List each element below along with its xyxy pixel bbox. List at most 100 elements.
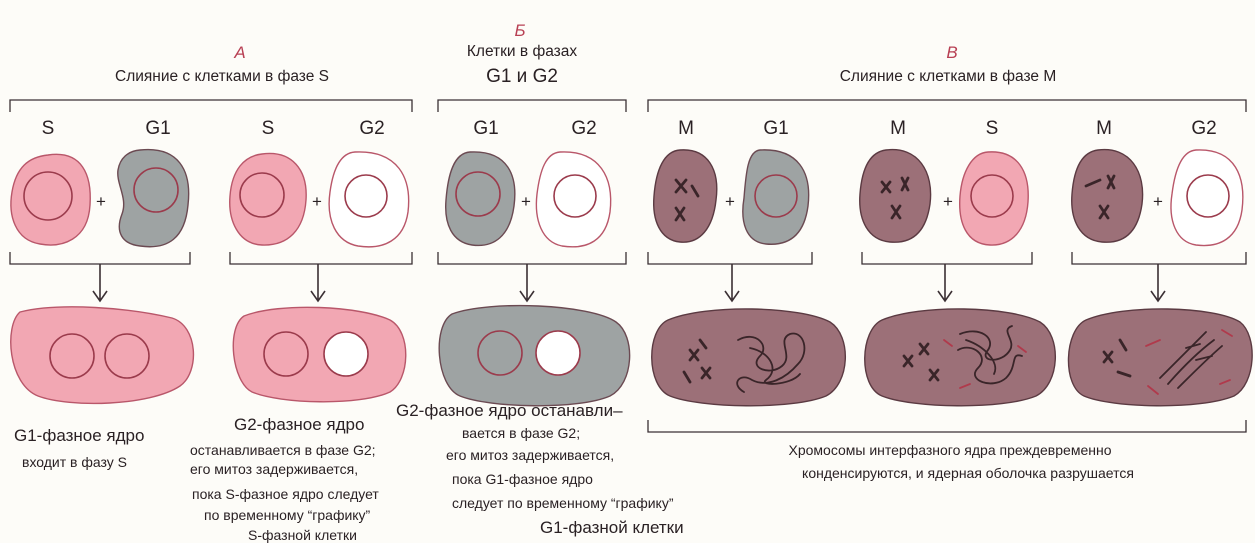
cell-nucleus bbox=[554, 175, 596, 217]
fused-cell-v1 bbox=[652, 309, 846, 406]
down-arrow bbox=[1151, 264, 1165, 301]
caption-line: по временному “графику” bbox=[204, 507, 371, 523]
pair-v2-right-label: S bbox=[986, 118, 999, 139]
heterokaryon-cell bbox=[11, 307, 194, 404]
cell-nucleus bbox=[345, 175, 387, 217]
caption-line: вается в фазе G2; bbox=[462, 425, 580, 441]
heterokaryon-cell bbox=[439, 306, 629, 406]
pair-b-bottom-bracket bbox=[438, 252, 626, 264]
heterokaryon-cell bbox=[233, 307, 405, 401]
cell-nucleus bbox=[240, 173, 284, 217]
fused-cell-v2 bbox=[865, 309, 1056, 406]
panel-b: Б Клетки в фазах G1 и G2 G1 G2 + G2-фазн… bbox=[396, 21, 684, 537]
pair-v1-left-label: M bbox=[678, 118, 694, 139]
plus-sign: + bbox=[725, 192, 735, 211]
cell-nucleus bbox=[264, 332, 308, 376]
pair-v2-cells: + bbox=[860, 150, 1028, 245]
cell-nucleus bbox=[324, 332, 368, 376]
caption-line: Хромосомы интерфазного ядра преждевремен… bbox=[789, 442, 1112, 458]
caption-line: G1-фазной клетки bbox=[540, 518, 684, 537]
plus-sign: + bbox=[312, 192, 322, 211]
caption-line: S-фазной клетки bbox=[248, 527, 357, 543]
panel-v-title: Слияние с клетками в фазе М bbox=[840, 68, 1057, 85]
panel-b-title-line2: G1 и G2 bbox=[486, 66, 558, 87]
pair-v3-cells: + bbox=[1072, 150, 1243, 246]
caption-v: Хромосомы интерфазного ядра преждевремен… bbox=[789, 442, 1134, 481]
cell-nucleus bbox=[755, 175, 797, 217]
panel-a: А Слияние с клетками в фазе S S G1 + G1-… bbox=[10, 43, 412, 543]
pair-a2-bottom-bracket bbox=[230, 252, 412, 264]
pcc-cell bbox=[865, 309, 1056, 406]
pcc-cell bbox=[1068, 309, 1252, 406]
pair-v2-bottom-bracket bbox=[862, 252, 1032, 264]
caption-a2: G2-фазное ядро останавливается в фазе G2… bbox=[190, 415, 379, 543]
cell-nucleus bbox=[105, 334, 149, 378]
cell-nucleus bbox=[478, 331, 522, 375]
pair-a1-bottom-bracket bbox=[10, 252, 190, 264]
panel-b-top-bracket bbox=[438, 100, 626, 112]
plus-sign: + bbox=[96, 192, 106, 211]
down-arrow bbox=[938, 264, 952, 301]
fused-cell-v3 bbox=[1068, 309, 1252, 406]
plus-sign: + bbox=[1153, 192, 1163, 211]
down-arrow bbox=[725, 264, 739, 301]
panel-v-letter: В bbox=[946, 43, 957, 62]
caption-line: G2-фазное ядро останавли– bbox=[396, 401, 623, 420]
pair-b-left-label: G1 bbox=[473, 118, 498, 139]
caption-line: останавливается в фазе G2; bbox=[190, 442, 376, 458]
pair-v1-right-label: G1 bbox=[763, 118, 788, 139]
plus-sign: + bbox=[521, 192, 531, 211]
m-phase-cell bbox=[654, 150, 717, 242]
m-phase-cell bbox=[860, 150, 931, 243]
cell-nucleus bbox=[1187, 175, 1229, 217]
fused-cell-a1 bbox=[11, 307, 194, 404]
caption-line: пока G1-фазное ядро bbox=[452, 471, 593, 487]
pair-a2-right-label: G2 bbox=[359, 118, 384, 139]
panel-a-title: Слияние с клетками в фазе S bbox=[115, 68, 329, 85]
pair-v1-cells: + bbox=[654, 150, 809, 244]
pair-a2-cells: + bbox=[230, 152, 409, 247]
fused-cell-b bbox=[439, 306, 629, 406]
pair-a1-right-label: G1 bbox=[145, 118, 170, 139]
caption-line: конденсируются, и ядерная оболочка разру… bbox=[802, 465, 1134, 481]
caption-a1: G1-фазное ядро входит в фазу S bbox=[14, 426, 144, 470]
caption-line: пока S-фазное ядро следует bbox=[192, 486, 379, 502]
panel-v: В Слияние с клетками в фазе М M G1 + bbox=[648, 43, 1252, 481]
caption-line: G2-фазное ядро bbox=[234, 415, 364, 434]
panel-v-bottom-bracket bbox=[648, 420, 1246, 432]
pcc-cell bbox=[652, 309, 846, 406]
down-arrow bbox=[520, 264, 534, 301]
panel-b-letter: Б bbox=[514, 21, 525, 40]
caption-b: G2-фазное ядро останавли– вается в фазе … bbox=[396, 401, 684, 537]
plus-sign: + bbox=[943, 192, 953, 211]
pair-a2-left-label: S bbox=[262, 118, 275, 139]
panel-v-top-bracket bbox=[648, 100, 1246, 112]
cell-nucleus bbox=[456, 172, 500, 216]
down-arrow bbox=[311, 264, 325, 301]
cell-nucleus bbox=[50, 334, 94, 378]
pair-b-right-label: G2 bbox=[571, 118, 596, 139]
pair-a1-cells: + bbox=[11, 150, 189, 247]
pair-v3-bottom-bracket bbox=[1072, 252, 1246, 264]
cell-nucleus bbox=[971, 175, 1013, 217]
caption-line: G1-фазное ядро bbox=[14, 426, 144, 445]
pair-v1-bottom-bracket bbox=[648, 252, 812, 264]
down-arrow bbox=[93, 264, 107, 301]
caption-line: входит в фазу S bbox=[22, 454, 127, 470]
pair-v2-left-label: M bbox=[890, 118, 906, 139]
cell-nucleus bbox=[536, 331, 580, 375]
pair-v3-right-label: G2 bbox=[1191, 118, 1216, 139]
caption-line: его митоз задерживается, bbox=[190, 461, 358, 477]
caption-line: следует по временному “графику” bbox=[452, 495, 674, 511]
panel-b-title-line1: Клетки в фазах bbox=[467, 43, 577, 60]
caption-line: его митоз задерживается, bbox=[446, 447, 614, 463]
pair-b-cells: + bbox=[446, 152, 611, 247]
panel-a-letter: А bbox=[233, 43, 245, 62]
panel-a-top-bracket bbox=[10, 100, 412, 112]
fused-cell-a2 bbox=[233, 307, 405, 401]
pair-v3-left-label: M bbox=[1096, 118, 1112, 139]
m-phase-cell bbox=[1072, 150, 1143, 243]
cell-nucleus bbox=[24, 172, 72, 220]
pair-a1-left-label: S bbox=[42, 118, 55, 139]
